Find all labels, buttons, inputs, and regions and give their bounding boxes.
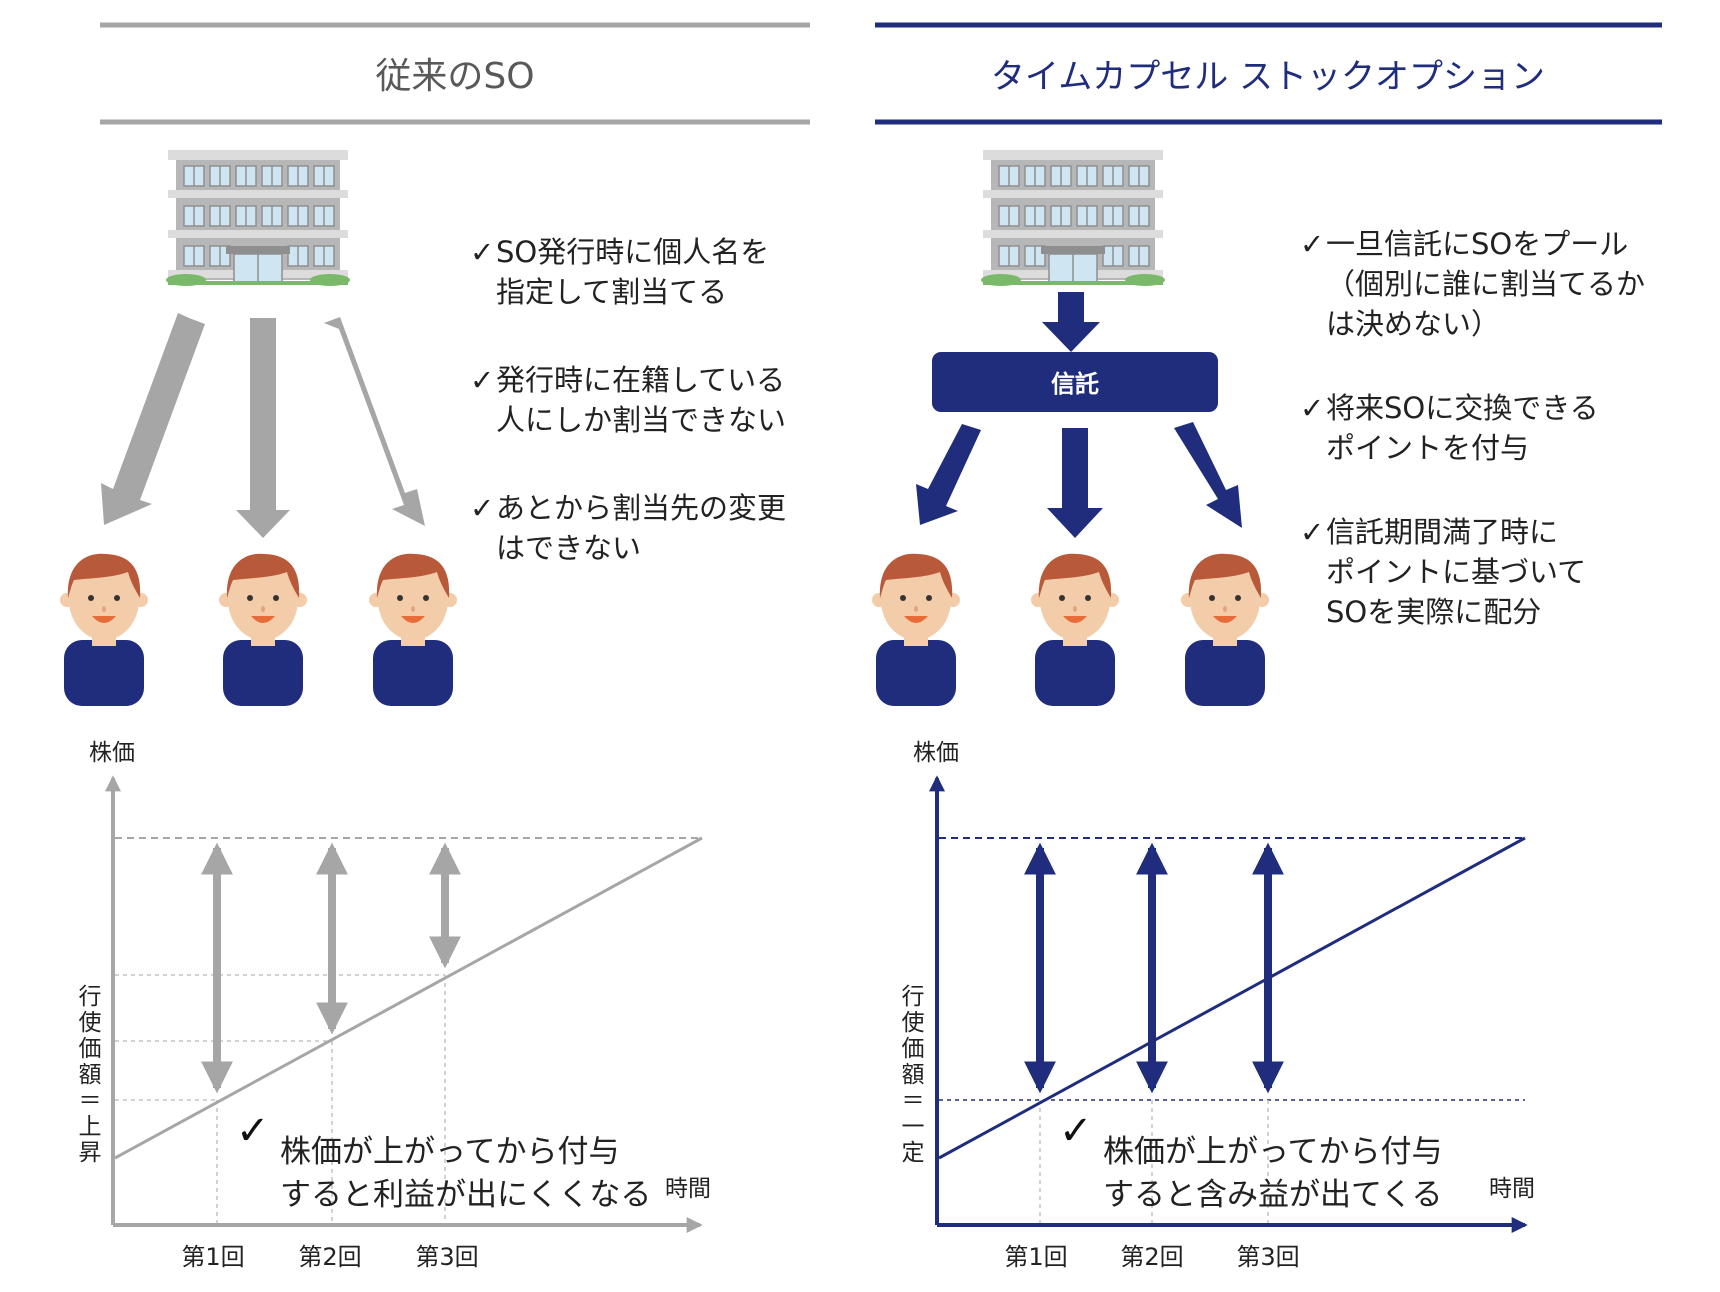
building-icon <box>981 150 1165 286</box>
bullet-text-line: あとから割当先の変更 <box>496 491 786 525</box>
bullet-text-line: ポイントに基づいて <box>1326 555 1586 589</box>
bullet-text-line: （個別に誰に割当てるか <box>1326 267 1645 301</box>
left-y-axis-label: 株価 <box>89 740 135 766</box>
right-title: タイムカプセル ストックオプション <box>991 57 1545 97</box>
check-mark: ✓ <box>470 491 494 525</box>
right-people <box>872 553 1269 706</box>
chart-note-line: すると利益が出にくくなる <box>280 1177 651 1213</box>
check-mark: ✓ <box>236 1108 270 1154</box>
bullet-text-line: 信託期間満了時に <box>1326 515 1558 549</box>
trust-box-shape <box>932 352 1218 412</box>
bullet-text-line: ポイントを付与 <box>1326 431 1529 465</box>
check-mark: ✓ <box>1300 515 1324 549</box>
strike-label-char: 価 <box>79 1036 102 1062</box>
arrow-to-person-2 <box>1047 428 1103 538</box>
arrow-to-person-2 <box>236 318 290 538</box>
right-round-labels: 第1回 第2回 第3回 <box>1004 1243 1299 1271</box>
right-y-axis-label: 株価 <box>913 740 959 766</box>
person-icon <box>1031 553 1119 706</box>
strike-label-char: 使 <box>902 1010 925 1036</box>
right-stock-price-line <box>938 836 1526 1160</box>
strike-label-char: 一 <box>902 1114 925 1140</box>
right-x-axis-label: 時間 <box>1489 1176 1535 1202</box>
bullet-text-line: 一旦信託にSOをプール <box>1326 227 1628 261</box>
bullet-text-line: 将来SOに交換できる <box>1326 391 1599 425</box>
left-x-axis-label: 時間 <box>665 1176 711 1202</box>
right-distribution-arrows <box>916 422 1242 538</box>
person-icon <box>60 553 148 706</box>
bullet-text-line: は決めない） <box>1326 307 1500 341</box>
strike-label-char: ＝ <box>902 1088 925 1114</box>
left-stock-price-line <box>114 836 703 1160</box>
arrow-to-person-3 <box>1174 422 1242 528</box>
round-label: 第1回 <box>181 1243 244 1271</box>
arrow-to-person-3 <box>324 317 425 526</box>
right-bullet-list: ✓一旦信託にSOをプール（個別に誰に割当てるかは決めない）✓将来SOに交換できる… <box>1300 227 1645 629</box>
strike-label-char: 行 <box>79 984 102 1010</box>
arrow-to-person-1 <box>101 313 205 525</box>
chart-note-line: 株価が上がってから付与 <box>280 1134 619 1170</box>
bullet-text-line: 発行時に在籍している <box>496 363 785 397</box>
strike-label-char: 定 <box>902 1140 925 1166</box>
strike-label-char: 額 <box>902 1062 925 1088</box>
building-icon <box>166 150 350 286</box>
round-label: 第3回 <box>415 1243 478 1271</box>
bullet-text-line: 指定して割当てる <box>496 275 727 309</box>
arrow-to-person-1 <box>916 424 981 525</box>
left-title: 従来のSO <box>375 56 534 97</box>
bullet-text-line: はできない <box>496 531 641 565</box>
strike-label-char: 使 <box>79 1010 102 1036</box>
strike-label-char: 価 <box>902 1036 925 1062</box>
arrow-to-trust <box>1042 292 1100 352</box>
bullet-text-line: SO発行時に個人名を <box>496 235 769 269</box>
right-panel: タイムカプセル ストックオプション 信託 ✓一旦信託にSOをプール（個別に誰に割… <box>872 22 1662 1271</box>
trust-box: 信託 <box>932 352 1218 412</box>
left-distribution-arrows <box>101 313 425 538</box>
person-icon <box>219 553 307 706</box>
person-icon <box>369 553 457 706</box>
strike-label-char: 額 <box>79 1062 102 1088</box>
person-icon <box>1181 553 1269 706</box>
trust-label: 信託 <box>1051 370 1099 398</box>
bullet-text-line: SOを実際に配分 <box>1326 595 1541 629</box>
round-label: 第2回 <box>1120 1243 1183 1271</box>
bullet-text-line: 人にしか割当できない <box>496 403 786 437</box>
strike-label-char: 上 <box>79 1114 102 1140</box>
strike-label-char: ＝ <box>79 1088 102 1114</box>
check-mark: ✓ <box>470 363 494 397</box>
person-icon <box>872 553 960 706</box>
chart-note-line: 株価が上がってから付与 <box>1103 1134 1442 1170</box>
round-label: 第3回 <box>1236 1243 1299 1271</box>
left-round-labels: 第1回 第2回 第3回 <box>181 1243 478 1271</box>
check-mark: ✓ <box>1300 391 1324 425</box>
check-mark: ✓ <box>1059 1108 1093 1154</box>
left-panel: 従来のSO ✓SO発行時に個人名を指定して割当てる✓発行時に在籍している人にしか… <box>60 22 810 1271</box>
chart-note-line: すると含み益が出てくる <box>1103 1177 1442 1213</box>
check-mark: ✓ <box>470 235 494 269</box>
round-label: 第2回 <box>298 1243 361 1271</box>
left-people <box>60 553 457 706</box>
strike-label-char: 行 <box>902 984 925 1010</box>
check-mark: ✓ <box>1300 227 1324 261</box>
strike-label-char: 昇 <box>79 1140 102 1166</box>
round-label: 第1回 <box>1004 1243 1067 1271</box>
left-bullet-list: ✓SO発行時に個人名を指定して割当てる✓発行時に在籍している人にしか割当できない… <box>470 235 786 565</box>
